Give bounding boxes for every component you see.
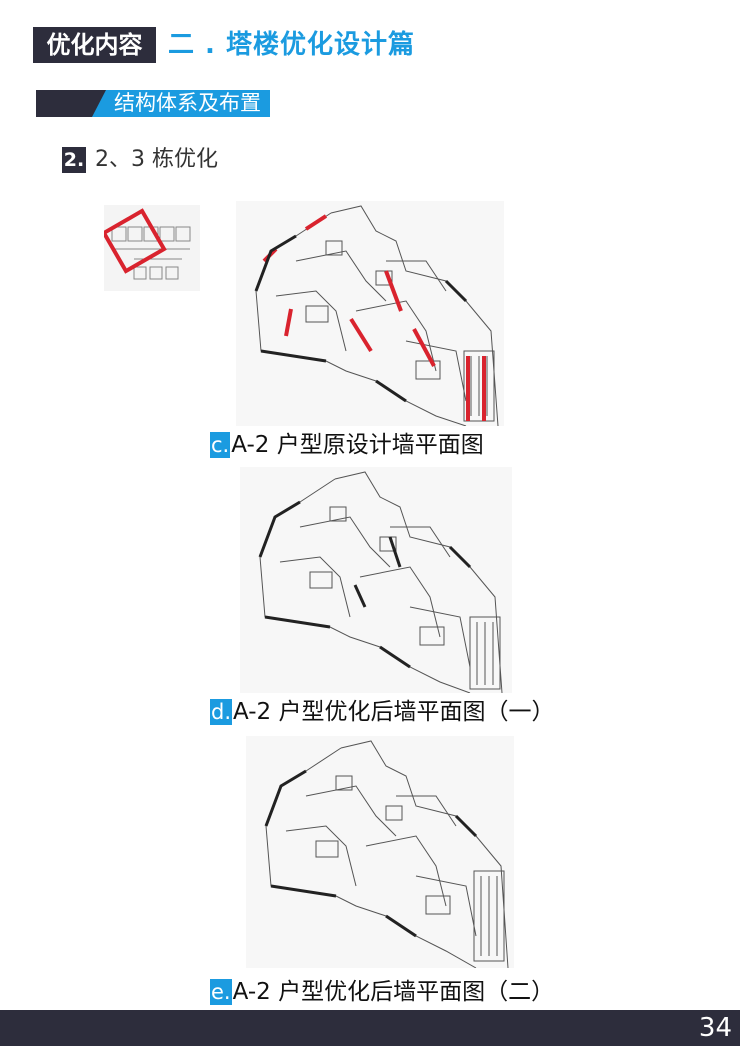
figure-letter-d: d. [210,699,233,725]
building-key-map [101,205,200,291]
section-bar-accent [36,90,106,117]
page-number: 34 [698,1013,732,1043]
figure-caption-e: e.A-2 户型优化后墙平面图（二） [210,977,554,1007]
section-bar: 结构体系及布置 [36,90,270,117]
header-category: 优化内容 [46,30,143,59]
figure-caption-text-e: A-2 户型优化后墙平面图（二） [232,979,555,1005]
figure-caption-text-c: A-2 户型原设计墙平面图 [231,432,484,458]
floor-plan-optimized-2 [246,736,514,968]
figure-caption-d: d.A-2 户型优化后墙平面图（一） [210,697,555,727]
subsection-title: 2、3 栋优化 [95,147,218,172]
floor-plan-optimized-1 [240,467,512,693]
figure-letter-e: e. [210,979,232,1005]
header-title: 二 . 塔楼优化设计篇 [168,30,415,60]
figure-caption-c: c.A-2 户型原设计墙平面图 [210,430,484,460]
figure-caption-text-d: A-2 户型优化后墙平面图（一） [233,699,555,725]
header-category-badge: 优化内容 [33,27,156,63]
page-footer: 34 [0,1010,740,1046]
section-label: 结构体系及布置 [114,91,261,115]
subsection-number: 2. [62,147,86,173]
figure-letter-c: c. [210,432,231,458]
floor-plan-original [236,201,504,426]
